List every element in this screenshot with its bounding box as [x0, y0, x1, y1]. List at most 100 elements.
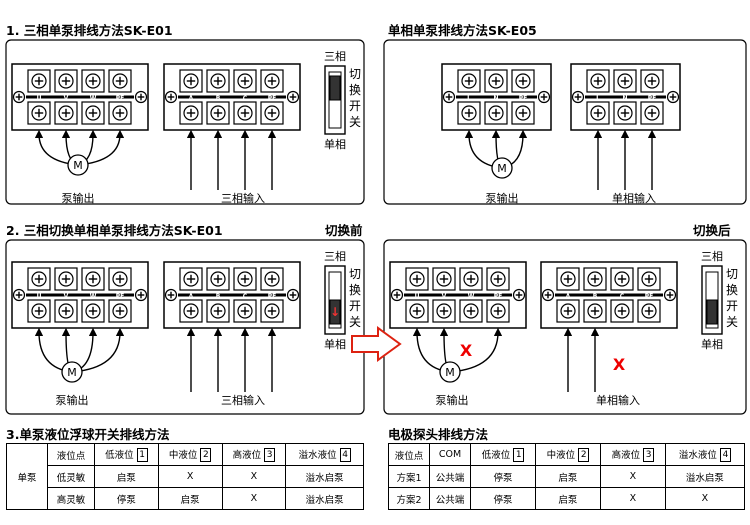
terminal-block-input-terminal-label: B: [216, 293, 221, 300]
cell: X: [599, 465, 666, 488]
terminal-block-output-terminal-label: U: [415, 293, 420, 300]
terminal-block-input-terminal-label: C: [243, 95, 248, 102]
terminal-block-single-output: L N PE: [441, 63, 552, 131]
terminal-block-output-terminal-label: PE: [494, 293, 503, 300]
switch-label-three-phase: 三相: [324, 50, 346, 63]
switch-caption-char: 切: [349, 67, 361, 81]
cell: 方案1: [388, 465, 430, 488]
level-box-3: 3: [264, 448, 276, 463]
motor: M: [34, 327, 125, 383]
terminal-block-output-terminal-label: PE: [116, 293, 125, 300]
cell: 溢水启泵: [664, 465, 746, 488]
level-box-4: 4: [719, 448, 731, 463]
switch-label-single-phase: 单相: [701, 338, 723, 351]
terminal-block-single-input-terminal-label: PE: [648, 95, 657, 102]
terminal-block-output-terminal-label: W: [90, 293, 97, 300]
header-low-label: 低液位: [105, 449, 134, 461]
table-row: 方案1 公共端 停泵 启泵 X 溢水启泵: [388, 465, 746, 488]
switch-caption-char: 切: [726, 267, 738, 281]
terminal-block-single-input-terminal-label: L: [596, 95, 600, 102]
single-phase-in-label: 单相输入: [612, 191, 656, 205]
cell: 启泵: [534, 465, 601, 488]
terminal-block-single-output-terminal-label: N: [493, 95, 498, 102]
pump-out-label: 泵输出: [436, 393, 469, 407]
terminal-block-output-terminal-label: V: [64, 95, 69, 102]
cell: 低灵敏: [47, 465, 95, 488]
terminal-block-output-terminal-label: V: [64, 293, 69, 300]
cell: 高灵敏: [47, 487, 95, 510]
cell: 启泵: [157, 487, 223, 510]
terminal-block-output-terminal-label: U: [37, 95, 42, 102]
cell: 公共端: [429, 487, 471, 510]
terminal-block-input-terminal-label: A: [566, 293, 571, 300]
terminal-block-input-terminal-label: A: [189, 293, 194, 300]
switch-caption-char: 切: [349, 267, 361, 281]
switch-lever: [329, 75, 341, 101]
switch-label-three-phase: 三相: [324, 250, 346, 263]
motor: M: [412, 327, 503, 383]
header-overflow-label: 溢水液位: [678, 449, 717, 461]
terminal-block-output-terminal-label: W: [468, 293, 475, 300]
motor-label: M: [73, 159, 83, 172]
switch-lever: [329, 299, 341, 325]
switch-caption-char: 开: [349, 99, 361, 113]
motor-circle: [491, 157, 513, 179]
terminal-block-input-terminal-label: PE: [268, 293, 277, 300]
terminal-block-output-terminal-label: PE: [116, 95, 125, 102]
motor: M: [34, 129, 125, 176]
motor-circle: [61, 361, 83, 383]
red-x-mark: X: [460, 341, 473, 360]
level-box-1: 1: [513, 448, 525, 463]
terminal-block-input-terminal-label: PE: [645, 293, 654, 300]
switch-lever: [706, 299, 718, 325]
level-box-2: 2: [200, 448, 212, 463]
header-overflow-label: 溢水液位: [298, 449, 337, 461]
motor-label: M: [497, 162, 507, 175]
label-after-switch: 切换后: [693, 223, 731, 238]
title-float-switch: 3.单泵液位浮球开关排线方法: [6, 427, 170, 442]
motor-circle: [67, 154, 89, 176]
switch-label-single-phase: 单相: [324, 138, 346, 151]
three-phase-in-label: 三相输入: [221, 393, 265, 407]
level-box-3: 3: [643, 448, 655, 463]
motor: M: [464, 129, 528, 179]
terminal-block-single-input-terminal-label: N: [622, 95, 627, 102]
terminal-block-single-output-terminal-label: L: [467, 95, 471, 102]
switch-down-arrow: ↓: [330, 305, 340, 319]
motor-label: M: [67, 366, 77, 379]
motor-circle: [439, 361, 461, 383]
header-com: COM: [429, 443, 471, 466]
title-electrode: 电极探头排线方法: [388, 427, 489, 442]
switch-arrow: [351, 326, 402, 362]
header-mid-label: 中液位: [546, 449, 576, 461]
pump-out-label: 泵输出: [62, 191, 95, 205]
switch-caption-char: 关: [349, 115, 361, 129]
terminal-block-input-terminal-label: C: [243, 293, 248, 300]
terminal-block-single-output-terminal-label: PE: [519, 95, 528, 102]
cell: X: [664, 487, 746, 510]
cell: 停泵: [470, 487, 536, 510]
panel-frame: [383, 39, 747, 205]
cell: 停泵: [94, 487, 159, 510]
terminal-block-input: A B C PE: [163, 261, 301, 329]
cell: 公共端: [429, 465, 471, 488]
cell: X: [599, 487, 666, 510]
table-row: 低灵敏 启泵 X X 溢水启泵: [7, 465, 364, 488]
red-x-mark: X: [613, 355, 626, 374]
switch-caption-char: 开: [726, 299, 738, 313]
terminal-block-single-input: L N PE: [570, 63, 681, 131]
switch-caption-char: 关: [349, 315, 361, 329]
cell: X: [221, 465, 287, 488]
level-box-4: 4: [339, 448, 351, 463]
terminal-block-input-terminal-label: C: [620, 293, 625, 300]
